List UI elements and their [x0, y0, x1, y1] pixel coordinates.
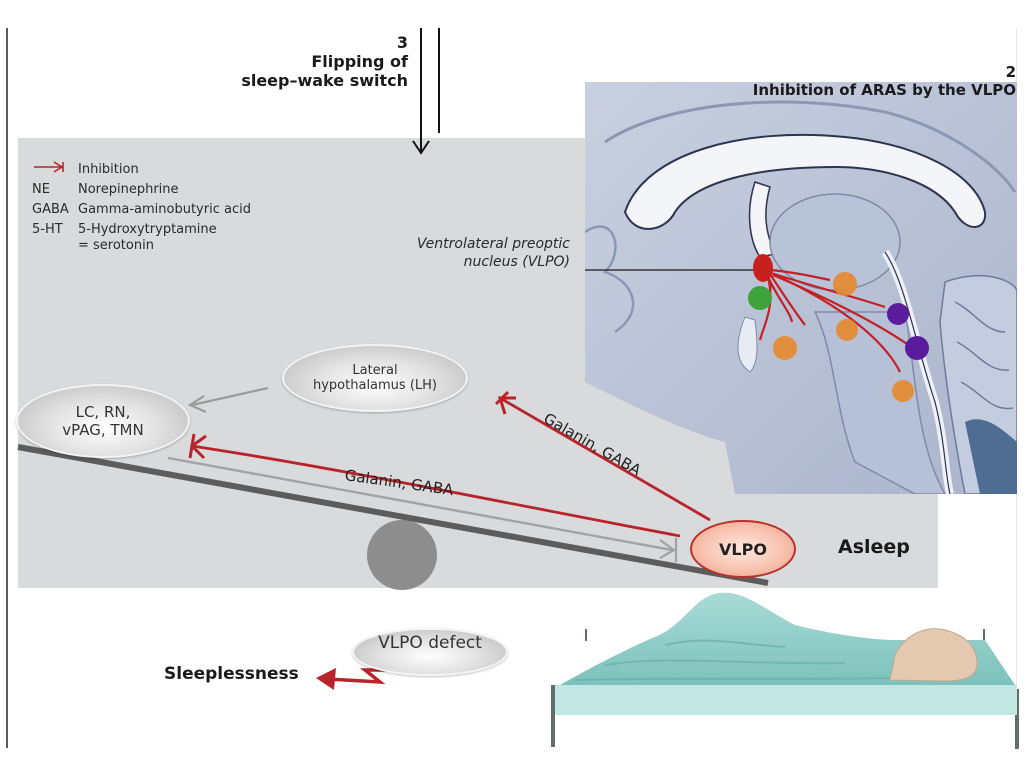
lh-line1: Lateral	[352, 363, 398, 378]
arrow-vlpo-to-orange-4	[772, 273, 901, 373]
arousal-line2: vPAG, TMN	[62, 421, 144, 439]
legend: Inhibition NE Norepinephrine GABA Gamma-am…	[32, 160, 251, 254]
lh-line2: hypothalamus (LH)	[313, 378, 437, 393]
node-lateral-hypothalamus: Lateral hypothalamus (LH)	[282, 344, 468, 412]
legend-abbr: NE	[32, 182, 50, 197]
arrow-grey-beam	[167, 456, 673, 552]
legend-desc: Norepinephrine	[78, 182, 179, 197]
orange-nucleus-4	[892, 380, 914, 402]
vlpo-caption-line1: Ventrolateral preoptic	[416, 236, 570, 252]
legend-icon-cell	[32, 160, 78, 180]
inhibition-arrow-icon	[34, 161, 64, 173]
legend-item-gaba: GABA Gamma-aminobutyric acid	[32, 200, 251, 220]
step2-number: 2	[1005, 63, 1016, 81]
node-arousal-nuclei: LC, RN, vPAG, TMN	[16, 384, 190, 458]
state-sleeplessness: Sleeplessness	[164, 664, 299, 684]
arrow-vlpo-to-arousal	[191, 444, 681, 538]
legend-desc: Gamma-aminobutyric acid	[78, 202, 251, 217]
node-vlpo-defect: VLPO defect	[352, 628, 508, 676]
arrow-vlpo-to-orange-2	[769, 273, 806, 326]
node-vlpo: VLPO	[690, 520, 796, 578]
legend-item-5ht: 5-HT 5-Hydroxytryptamine = serotonin	[32, 222, 251, 254]
arrow-vlpo-to-orange-1	[769, 268, 831, 282]
green-nucleus	[748, 286, 772, 310]
orange-nucleus-3	[773, 336, 797, 360]
arrow-vlpo-to-purple-1	[770, 271, 886, 309]
step3-number: 3	[396, 33, 408, 52]
orange-nucleus-2	[836, 319, 858, 341]
arrow-lh-to-arousal	[191, 386, 269, 407]
legend-desc-2: = serotonin	[78, 238, 154, 253]
arrow-vlpo-to-lh	[499, 396, 711, 522]
sleeping-person-illustration	[551, 592, 1019, 749]
legend-abbr: GABA	[32, 202, 69, 217]
left-border-rule	[6, 28, 8, 748]
brain-sagittal-illustration	[585, 82, 1017, 494]
arrow-vlpo-to-orange-3	[758, 276, 794, 341]
seesaw-beam	[17, 444, 769, 586]
step2-heading: 2 Inhibition of ARAS by the VLPO	[620, 63, 1016, 99]
orange-nucleus-1	[833, 272, 857, 296]
step3-title-line2: sleep–wake switch	[241, 71, 408, 90]
purple-nucleus-2	[905, 336, 929, 360]
legend-desc: Inhibition	[78, 162, 139, 177]
vlpo-nucleus	[753, 254, 773, 282]
legend-item-inhibition: Inhibition	[32, 160, 251, 180]
state-asleep: Asleep	[838, 536, 910, 558]
seesaw-fulcrum	[367, 520, 437, 590]
step2-title: Inhibition of ARAS by the VLPO	[752, 81, 1016, 99]
step3-heading: 3 Flipping of sleep–wake switch	[190, 33, 408, 90]
purple-nucleus-1	[887, 303, 909, 325]
legend-desc: 5-Hydroxytryptamine	[78, 222, 217, 237]
flip-arrow-icon	[412, 28, 440, 155]
step3-title-line1: Flipping of	[311, 52, 408, 71]
vlpo-caption-line2: nucleus (VLPO)	[463, 254, 570, 270]
arousal-line1: LC, RN,	[75, 403, 131, 421]
vlpo-caption: Ventrolateral preoptic nucleus (VLPO)	[340, 235, 570, 271]
legend-abbr: 5-HT	[32, 222, 63, 237]
legend-item-ne: NE Norepinephrine	[32, 180, 251, 200]
